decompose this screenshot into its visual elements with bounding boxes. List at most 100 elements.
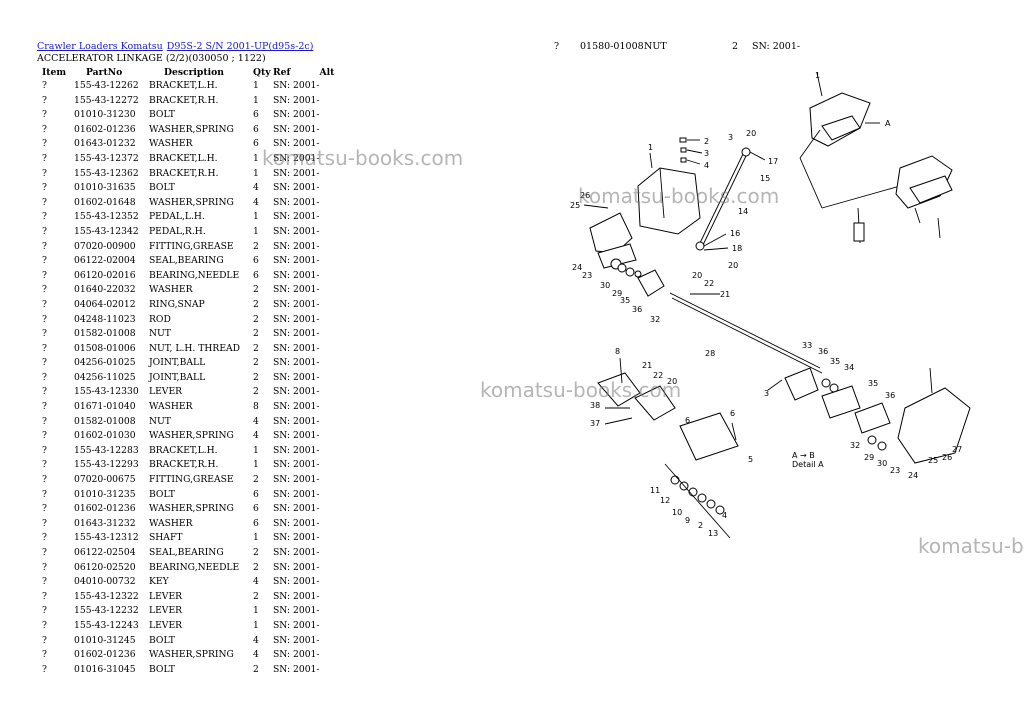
cell-ref: SN: 2001- bbox=[273, 357, 320, 369]
svg-text:5: 5 bbox=[748, 455, 753, 464]
cell-qty: 8 bbox=[253, 401, 259, 413]
cell-partno: 155-43-12272 bbox=[74, 94, 139, 106]
cell-partno: 155-43-12362 bbox=[74, 167, 139, 179]
cell-item: ? bbox=[42, 284, 47, 296]
cell-partno: 01602-01236 bbox=[74, 503, 136, 515]
cell-qty: 2 bbox=[253, 240, 259, 252]
column-header-qty: Qty bbox=[253, 67, 271, 78]
cell-alt bbox=[320, 181, 340, 196]
cell-partno: 01602-01236 bbox=[74, 649, 136, 661]
cell-item: ? bbox=[42, 401, 47, 413]
cell-item: ? bbox=[42, 547, 47, 558]
cell-ref: SN: 2001- bbox=[273, 80, 320, 91]
cell-alt bbox=[320, 356, 340, 371]
cell-description: ROD bbox=[149, 313, 171, 325]
cell-description: PEDAL,L.H. bbox=[149, 211, 205, 223]
cell-partno: 155-43-12330 bbox=[74, 386, 139, 398]
cell-qty: 4 bbox=[253, 196, 259, 208]
cell-item: ? bbox=[42, 152, 47, 164]
cell-ref: SN: 2001- bbox=[273, 488, 320, 500]
lower-hardware-stack: 11 12 10 9 2 13 4 bbox=[650, 463, 731, 539]
cell-alt bbox=[320, 415, 340, 430]
cell-qty: 6 bbox=[253, 138, 259, 150]
svg-text:6: 6 bbox=[685, 416, 690, 425]
cell-ref: SN: 2001- bbox=[273, 619, 320, 631]
svg-text:10: 10 bbox=[672, 508, 682, 517]
watermark: komatsu-books.com bbox=[480, 378, 682, 402]
cell-alt bbox=[320, 502, 340, 517]
svg-text:9: 9 bbox=[685, 516, 690, 525]
right-lever-assembly: 33 36 35 34 35 36 3 32 29 30 23 24 25 26… bbox=[764, 341, 971, 480]
cell-alt bbox=[320, 123, 340, 138]
svg-text:4: 4 bbox=[722, 511, 727, 520]
cell-qty: 4 bbox=[253, 576, 259, 588]
cell-item: ? bbox=[42, 328, 47, 340]
breadcrumb-link-model[interactable]: D95S-2 S/N 2001-UP(d95s-2c) bbox=[166, 41, 314, 52]
cell-qty: 4 bbox=[253, 430, 259, 442]
svg-text:21: 21 bbox=[720, 290, 730, 299]
cell-partno: 01671-01040 bbox=[74, 401, 136, 413]
cell-partno: 155-43-12322 bbox=[74, 590, 139, 602]
column-header-alt: Alt bbox=[319, 67, 335, 78]
cell-qty: 2 bbox=[253, 590, 259, 602]
cell-item: ? bbox=[42, 474, 47, 486]
cell-qty: 1 bbox=[253, 225, 259, 237]
cell-alt bbox=[320, 385, 340, 400]
cell-partno: 06122-02504 bbox=[74, 547, 136, 558]
cell-item: ? bbox=[42, 430, 47, 442]
cell-ref: SN: 2001- bbox=[273, 284, 320, 296]
cell-description: WASHER bbox=[149, 138, 193, 150]
cell-partno: 155-43-12232 bbox=[74, 605, 139, 617]
breadcrumb-link-category[interactable]: Crawler Loaders Komatsu bbox=[37, 41, 163, 52]
cell-ref: SN: 2001- bbox=[273, 517, 320, 529]
cell-partno: 01010-31235 bbox=[74, 488, 136, 500]
cell-item: ? bbox=[42, 138, 47, 150]
cell-partno: 01010-31635 bbox=[74, 182, 136, 194]
cell-qty: 1 bbox=[253, 532, 259, 544]
svg-text:11: 11 bbox=[650, 486, 660, 495]
cell-item: ? bbox=[42, 123, 47, 135]
svg-text:23: 23 bbox=[582, 271, 592, 280]
cell-alt bbox=[320, 254, 340, 269]
svg-text:33: 33 bbox=[802, 341, 812, 350]
cell-ref: SN: 2001- bbox=[273, 401, 320, 413]
svg-text:24: 24 bbox=[572, 263, 582, 272]
column-header-partno: PartNo bbox=[86, 67, 123, 78]
cell-qty: 6 bbox=[253, 255, 259, 267]
cell-item: ? bbox=[42, 663, 47, 675]
cell-description: WASHER bbox=[149, 517, 193, 529]
cell-ref: SN: 2001- bbox=[273, 211, 320, 223]
table-header-row: Item PartNo Description Qty Ref Alt bbox=[36, 66, 340, 79]
cell-partno: 04248-11023 bbox=[74, 313, 136, 325]
cell-alt bbox=[320, 400, 340, 415]
cell-partno: 01640-22032 bbox=[74, 284, 136, 296]
svg-text:32: 32 bbox=[850, 441, 860, 450]
cell-description: JOINT,BALL bbox=[149, 371, 206, 383]
parts-diagram: 1 A 1 2 3 4 3 20 bbox=[560, 68, 1024, 548]
cell-ref: SN: 2001- bbox=[273, 328, 320, 340]
cell-alt bbox=[320, 575, 340, 590]
cell-item: ? bbox=[42, 94, 47, 106]
cell-alt bbox=[320, 327, 340, 342]
cell-qty: 6 bbox=[253, 503, 259, 515]
cell-partno: 06120-02016 bbox=[74, 269, 136, 281]
cell-alt bbox=[320, 371, 340, 386]
cell-item: ? bbox=[42, 357, 47, 369]
column-header-item: Item bbox=[42, 67, 67, 78]
cell-item: ? bbox=[42, 561, 47, 573]
cell-alt bbox=[320, 94, 340, 109]
cell-item: ? bbox=[42, 298, 47, 310]
cell-qty: 1 bbox=[253, 80, 259, 91]
